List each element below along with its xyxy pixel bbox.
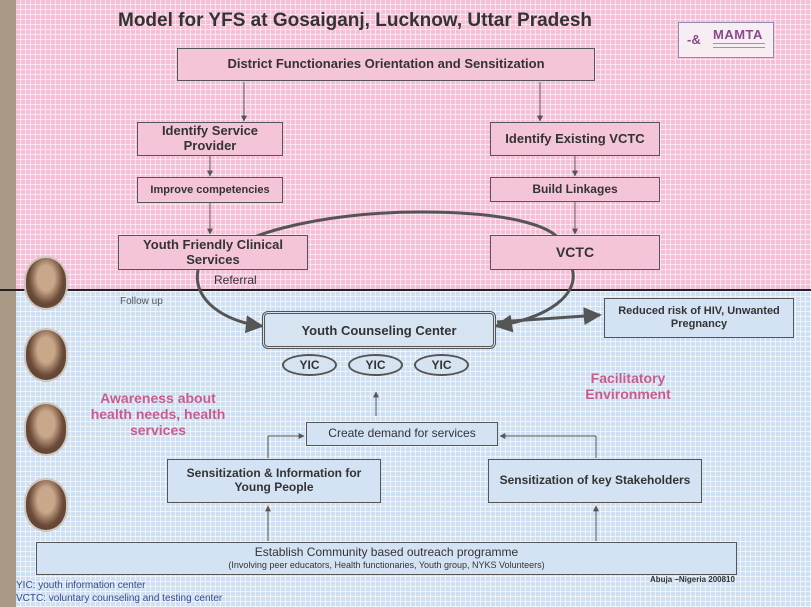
box-community-outreach: Establish Community based outreach progr… bbox=[36, 542, 737, 575]
footnote-yic: YIC: youth information center bbox=[16, 580, 146, 591]
curve-vctc-ycc bbox=[494, 267, 575, 333]
logo-text: MAMTA bbox=[713, 27, 763, 42]
footnote-vctc: VCTC: voluntary counseling and testing c… bbox=[16, 593, 223, 604]
slide-title: Model for YFS at Gosaiganj, Lucknow, Utt… bbox=[118, 10, 593, 31]
box-district-orientation: District Functionaries Orientation and S… bbox=[177, 48, 595, 81]
awareness-text: Awareness about health needs, health ser… bbox=[90, 390, 226, 439]
box-reduced-risk: Reduced risk of HIV, Unwanted Pregnancy bbox=[604, 298, 794, 338]
section-divider bbox=[0, 289, 811, 291]
portrait-photo-4 bbox=[24, 478, 68, 532]
portrait-photo-2 bbox=[24, 328, 68, 382]
portrait-photo-3 bbox=[24, 402, 68, 456]
follow-up-label: Follow up bbox=[120, 296, 163, 307]
left-photo-strip bbox=[0, 0, 16, 607]
logo-underline bbox=[713, 43, 765, 48]
location-footer: Abuja –Nigeria 200810 bbox=[650, 575, 735, 584]
box-create-demand: Create demand for services bbox=[306, 422, 498, 446]
arrow-ycc-to-reduced bbox=[496, 307, 602, 326]
box-build-linkages: Build Linkages bbox=[490, 177, 660, 202]
referral-label: Referral bbox=[214, 273, 257, 287]
mamta-logo: -& MAMTA bbox=[678, 22, 774, 58]
box-vctc: VCTC bbox=[490, 235, 660, 270]
yic-bubble-3: YIC bbox=[414, 354, 469, 376]
logo-mark: -& bbox=[687, 32, 701, 47]
box-identify-service-provider: Identify Service Provider bbox=[137, 122, 283, 156]
yic-bubble-1: YIC bbox=[282, 354, 337, 376]
box-youth-friendly-clinical-services: Youth Friendly Clinical Services bbox=[118, 235, 308, 270]
outreach-title: Establish Community based outreach progr… bbox=[254, 545, 519, 560]
youth-counseling-center: Youth Counseling Center bbox=[262, 311, 496, 349]
box-sensitization-key-stakeholders: Sensitization of key Stakeholders bbox=[488, 459, 702, 503]
yic-bubble-2: YIC bbox=[348, 354, 403, 376]
box-improve-competencies: Improve competencies bbox=[137, 177, 283, 203]
curve-yfcs-ycc bbox=[195, 269, 264, 334]
outreach-subtitle: (Involving peer educators, Health functi… bbox=[228, 560, 545, 571]
box-sensitization-young-people: Sensitization & Information for Young Pe… bbox=[167, 459, 381, 503]
box-identify-existing-vctc: Identify Existing VCTC bbox=[490, 122, 660, 156]
portrait-photo-1 bbox=[24, 256, 68, 310]
facilitatory-text: Facilitatory Environment bbox=[585, 370, 671, 403]
